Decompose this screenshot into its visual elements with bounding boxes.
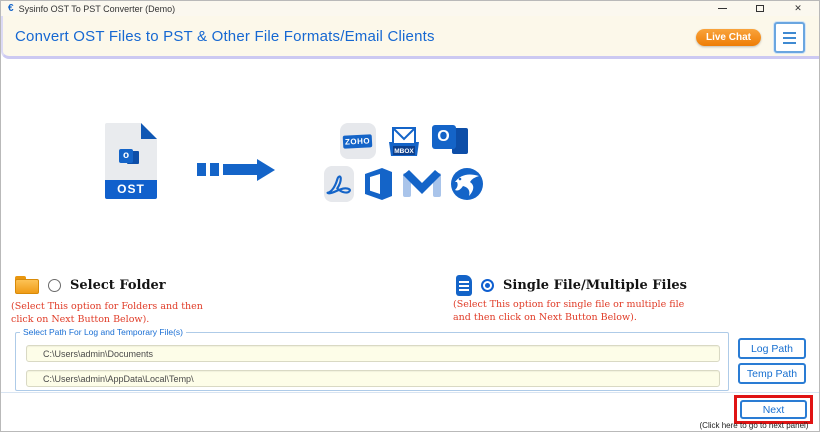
single-files-note: (Select This option for single file or m…	[453, 299, 685, 323]
single-files-radio[interactable]	[481, 279, 494, 292]
fold-corner	[141, 123, 157, 139]
outlook-mini-icon: o	[119, 149, 139, 166]
footer-divider	[1, 392, 819, 393]
close-button[interactable]: ✕	[791, 3, 805, 15]
header: Convert OST Files to PST & Other File Fo…	[1, 16, 819, 59]
maximize-icon	[756, 5, 764, 12]
live-chat-button[interactable]: Live Chat	[695, 29, 761, 46]
log-path-button[interactable]: Log Path	[738, 338, 806, 359]
temp-path-input[interactable]	[26, 370, 720, 387]
office-icon	[362, 167, 394, 201]
path-fieldset-legend: Select Path For Log and Temporary File(s…	[23, 327, 183, 337]
maximize-button[interactable]	[753, 3, 767, 15]
select-folder-label[interactable]: Select Folder	[70, 277, 166, 293]
window-title: Sysinfo OST To PST Converter (Demo)	[18, 3, 176, 14]
next-hint-text: (Click here to go to next panel)	[699, 421, 809, 430]
single-files-label[interactable]: Single File/Multiple Files	[503, 278, 687, 293]
log-path-input[interactable]	[26, 345, 720, 362]
gmail-icon	[402, 169, 442, 199]
title-bar: € Sysinfo OST To PST Converter (Demo) ✕	[1, 1, 819, 16]
page-title: Convert OST Files to PST & Other File Fo…	[15, 27, 435, 45]
single-files-option[interactable]: Single File/Multiple Files	[456, 275, 687, 296]
next-button-highlight: Next	[734, 395, 813, 424]
menu-button[interactable]	[774, 22, 805, 53]
path-fieldset: Select Path For Log and Temporary File(s…	[15, 327, 729, 391]
outlook-icon: O	[431, 123, 468, 159]
window-controls: ✕	[715, 3, 815, 15]
ost-file-icon: o OST	[105, 123, 157, 199]
app-logo-icon: €	[8, 2, 14, 14]
file-icon	[456, 275, 472, 296]
minimize-button[interactable]	[715, 3, 729, 15]
select-folder-radio[interactable]	[48, 278, 61, 292]
mbox-label: MBOX	[394, 148, 414, 155]
zoho-icon: ZOHO	[339, 123, 376, 159]
thunderbird-icon	[450, 167, 484, 201]
folder-icon	[15, 276, 39, 294]
minimize-icon	[717, 8, 727, 9]
next-button[interactable]: Next	[740, 400, 807, 419]
select-folder-note: (Select This option for Folders and then…	[11, 301, 203, 325]
hamburger-icon	[783, 31, 796, 34]
mbox-icon: MBOX	[384, 122, 424, 160]
close-icon: ✕	[794, 3, 802, 13]
target-formats: ZOHO MBOX O	[323, 122, 484, 208]
right-arrow-icon	[197, 159, 277, 181]
select-folder-option[interactable]: Select Folder	[15, 276, 166, 294]
pdf-icon	[323, 166, 354, 202]
temp-path-button[interactable]: Temp Path	[738, 363, 806, 384]
ost-label: OST	[105, 180, 157, 199]
